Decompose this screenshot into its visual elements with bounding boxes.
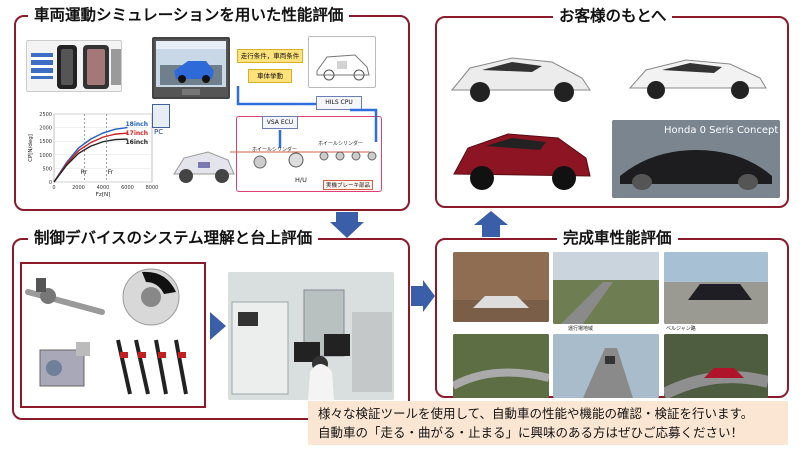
device-inner-arrow — [210, 312, 226, 340]
complete-vehicle-panel-title: 完成車性能評価 — [557, 228, 678, 248]
red-car-cornering-image — [664, 334, 768, 398]
y-axis-label: CP[N/deg] — [28, 134, 34, 162]
y-tick-label: 2500 — [39, 112, 52, 118]
legend-16inch: 16inch — [125, 139, 148, 146]
test-track-image — [553, 252, 659, 324]
hils-cpu-label: HILS CPU — [325, 99, 353, 106]
hils-car-drawing — [308, 36, 376, 88]
simulation-panel-title: 車両運動シミュレーションを用いた性能評価 — [28, 5, 350, 25]
vsa-ecu-label: VSA ECU — [266, 119, 294, 126]
x-tick-label: 4000 — [97, 185, 110, 191]
slope-road-image — [553, 334, 659, 398]
x-tick-label: 2000 — [72, 185, 85, 191]
series-line-16inch — [53, 138, 128, 183]
y-tick-label: 0 — [49, 180, 52, 186]
wheel-cylinder-label-left: ホイールシリンダー — [252, 147, 298, 153]
device-panel-title: 制御デバイスのシステム理解と台上評価 — [28, 228, 319, 248]
vsa-ecu-box: VSA ECU — [262, 116, 298, 129]
brake-modulator-image — [28, 334, 100, 402]
real-parts-label: 実機ブレーキ部品 — [323, 180, 374, 190]
device-parts-frame — [20, 262, 206, 408]
y-tick-label: 500 — [42, 166, 52, 172]
test-bench-image — [228, 272, 394, 400]
y-tick-label: 1500 — [39, 139, 52, 145]
condition-note-text: 走行条件，車両条件 — [240, 52, 300, 60]
car-cutaway-image — [168, 134, 238, 192]
customer-panel-title: お客様のもとへ — [553, 6, 673, 26]
steering-gear-image — [24, 268, 106, 326]
recruitment-note-line2: 自動車の「走る・曲がる・止まる」に興味のある方はぜひご応募ください！ — [318, 425, 744, 440]
winding-road-image — [453, 334, 549, 398]
condition-note: 走行条件，車両条件 — [237, 49, 303, 63]
brake-components-graphic — [253, 151, 377, 169]
belgian-road-image — [664, 252, 768, 324]
y-tick-label: 1000 — [39, 153, 52, 159]
recruitment-note-line1: 様々な検証ツールを使用して、自動車の性能や機能の確認・検証を行います。 — [318, 406, 754, 421]
y-tick-label: 2000 — [39, 126, 52, 132]
legend-17inch: 17inch — [125, 130, 148, 137]
sim-to-device-arrow — [330, 212, 364, 238]
simulation-monitor — [152, 37, 230, 99]
car-red-suv-image — [446, 118, 596, 196]
concept-car-image — [612, 120, 780, 198]
hu-label: H/U — [295, 176, 307, 184]
brake-disc-image — [120, 266, 182, 328]
x-axis-label: Fz[N] — [96, 192, 110, 198]
x-tick-label: 8000 — [146, 185, 159, 191]
recruitment-note: 様々な検証ツールを使用して、自動車の性能や機能の確認・検証を行います。 自動車の… — [308, 401, 788, 445]
series-line-17inch — [53, 132, 128, 183]
car-white-sedan-image — [622, 40, 772, 106]
behavior-note: 車体挙動 — [248, 69, 292, 83]
anechoic-chamber-image — [453, 252, 549, 322]
pc-label: PC — [154, 128, 164, 136]
car-white-civic-image — [442, 40, 598, 106]
behavior-note-text: 車体挙動 — [257, 72, 283, 80]
concept-car-label: Honda 0 Seris Concept — [664, 125, 779, 136]
fr-annotation: Fr — [108, 169, 114, 176]
hils-cpu-box: HILS CPU — [316, 96, 362, 110]
wheel-cylinder-label-right: ホイールシリンダー — [318, 141, 364, 147]
tire-images — [26, 40, 122, 92]
series-line-18inch — [53, 126, 128, 183]
x-tick-label: 6000 — [121, 185, 134, 191]
pc-icon — [152, 104, 170, 128]
belgian-road-caption: ベルジャン路 — [666, 326, 696, 332]
cornering-power-chart-svg: 0 500 1000 1500 2000 2500 0 2000 4000 6000 8000Fz[… — [28, 112, 159, 198]
device-to-vehicle-arrow — [411, 280, 435, 312]
x-tick-label: 0 — [52, 185, 55, 191]
vehicle-to-customer-arrow — [474, 211, 508, 237]
legend-18inch: 18inch — [125, 121, 148, 128]
brake-system-frame — [236, 116, 382, 192]
rr-annotation: Rr — [81, 169, 88, 176]
test-track-caption: 運行場地域 — [568, 326, 594, 332]
hils-connection-lines — [230, 86, 378, 153]
shock-absorber-image — [106, 332, 202, 404]
